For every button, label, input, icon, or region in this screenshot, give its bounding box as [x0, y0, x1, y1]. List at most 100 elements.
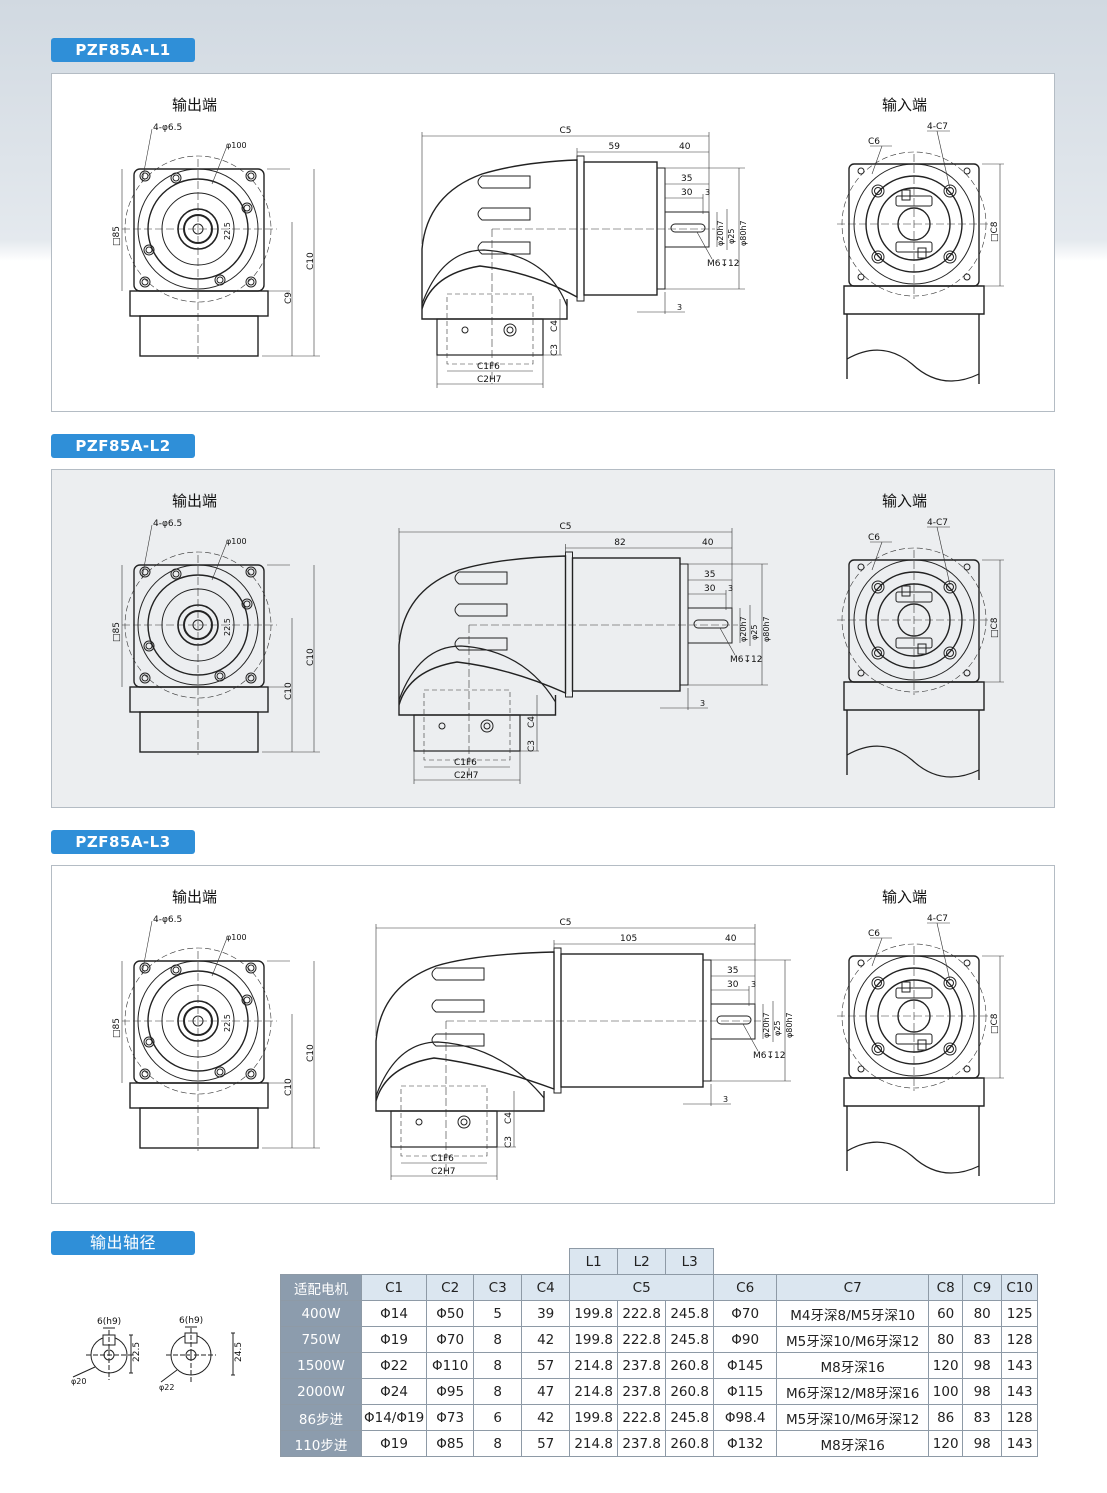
- table-cell: 60: [928, 1300, 964, 1327]
- table-cell: Φ70: [426, 1326, 475, 1353]
- dimension-label: C5: [560, 522, 572, 532]
- dimension-label: C10: [306, 1044, 316, 1062]
- table-cell: 143: [1001, 1352, 1039, 1379]
- table-cell: 222.8: [617, 1404, 667, 1431]
- column-header: C6: [713, 1274, 778, 1301]
- table-cell: 260.8: [665, 1430, 715, 1457]
- dimension-label: C3: [504, 1136, 514, 1148]
- table-cell: Φ95: [426, 1378, 475, 1405]
- table-cell: 98: [962, 1430, 1003, 1457]
- table-cell: Φ14/Φ19: [360, 1404, 428, 1431]
- dimension-label: □85: [112, 1018, 122, 1038]
- table-cell: 214.8: [569, 1430, 619, 1457]
- dimension-label: □C8: [990, 1013, 1000, 1034]
- column-header: C3: [473, 1274, 523, 1301]
- column-header: C4: [521, 1274, 571, 1301]
- table-cell: 57: [521, 1430, 571, 1457]
- dimension-label: 4-C7: [927, 914, 948, 924]
- table-cell: 199.8: [569, 1300, 619, 1327]
- dimension-label: C1F6: [454, 758, 477, 768]
- table-cell: 143: [1001, 1378, 1039, 1405]
- table-cell: 214.8: [569, 1378, 619, 1405]
- table-cell: M6牙深12/M8牙深16: [776, 1378, 930, 1405]
- shaft-dia-right: φ22: [159, 1383, 174, 1392]
- dimension-label: 22.5: [223, 222, 232, 240]
- length-header: L1: [569, 1248, 619, 1275]
- section-title-l1: PZF85A-L1: [51, 38, 195, 62]
- dimension-label: C6: [868, 533, 880, 543]
- table-cell: 42: [521, 1404, 571, 1431]
- table-cell: 86步进: [280, 1404, 362, 1431]
- dimension-label: 40: [725, 934, 737, 944]
- dimension-label: φ100: [226, 933, 247, 942]
- dimension-label: C10: [284, 682, 294, 700]
- table-cell: M8牙深16: [776, 1352, 930, 1379]
- shaft-dim-right: 24.5: [234, 1342, 244, 1362]
- dimension-label: 82: [614, 538, 625, 548]
- dimension-label: 3: [728, 584, 733, 593]
- dimension-label: 40: [679, 142, 691, 152]
- dimension-label: φ25: [773, 1021, 782, 1036]
- table-cell: 199.8: [569, 1404, 619, 1431]
- dimension-label: C1F6: [477, 362, 500, 372]
- shaft-dia-left: φ20: [71, 1377, 86, 1386]
- dimension-label: φ80h7: [762, 616, 771, 642]
- table-cell: Φ19: [360, 1326, 428, 1353]
- dimension-label: C10: [284, 1078, 294, 1096]
- table-cell: 110步进: [280, 1430, 362, 1457]
- table-cell: Φ85: [426, 1430, 475, 1457]
- dimension-label: 40: [702, 538, 714, 548]
- dimension-label: □C8: [990, 221, 1000, 242]
- dimension-label: 4-φ6.5: [153, 915, 182, 925]
- input-end-label: 输入端: [882, 492, 928, 510]
- table-cell: 100: [928, 1378, 964, 1405]
- table-cell: 260.8: [665, 1378, 715, 1405]
- table-cell: 8: [473, 1352, 523, 1379]
- dimension-label: 3: [723, 1095, 728, 1104]
- dimension-label: C1F6: [431, 1154, 454, 1164]
- dimension-label: 30: [681, 188, 693, 198]
- table-cell: 47: [521, 1378, 571, 1405]
- table-cell: 86: [928, 1404, 964, 1431]
- dimension-label: φ25: [750, 625, 759, 640]
- table-cell: Φ50: [426, 1300, 475, 1327]
- table-cell: Φ19: [360, 1430, 428, 1457]
- table-cell: Φ14: [360, 1300, 428, 1327]
- table-cell: 80: [928, 1326, 964, 1353]
- table-cell: 120: [928, 1352, 964, 1379]
- table-cell: 98: [962, 1378, 1003, 1405]
- spec-table: L1 L2 L3 适配电机 C1 C2 C3 C4 C5 C6 C7 C8 C9…: [280, 1248, 1039, 1457]
- dimension-label: C3: [527, 740, 537, 752]
- table-cell: 8: [473, 1430, 523, 1457]
- table-cell: 80: [962, 1300, 1003, 1327]
- column-header: C7: [776, 1274, 930, 1301]
- length-header: L2: [617, 1248, 667, 1275]
- dimension-label: 22.5: [223, 1014, 232, 1032]
- table-cell: Φ145: [713, 1352, 778, 1379]
- table-cell: 245.8: [665, 1404, 715, 1431]
- table-cell: 199.8: [569, 1326, 619, 1353]
- table-cell: 400W: [280, 1300, 362, 1327]
- dimension-label: C4: [504, 1112, 514, 1124]
- dimension-label: 3: [700, 699, 705, 708]
- table-cell: 143: [1001, 1430, 1039, 1457]
- table-cell: 128: [1001, 1326, 1039, 1353]
- dimension-label: 35: [704, 570, 715, 580]
- dimension-label: φ100: [226, 537, 247, 546]
- shaft-key-right: 6(h9): [179, 1316, 203, 1326]
- table-cell: Φ24: [360, 1378, 428, 1405]
- length-header: L3: [665, 1248, 715, 1275]
- table-cell: 125: [1001, 1300, 1039, 1327]
- section-title-l3: PZF85A-L3: [51, 830, 195, 854]
- dimension-label: C9: [284, 292, 294, 304]
- table-cell: Φ115: [713, 1378, 778, 1405]
- dimension-label: □85: [112, 622, 122, 642]
- table-cell: 57: [521, 1352, 571, 1379]
- dimension-label: 4-φ6.5: [153, 519, 182, 529]
